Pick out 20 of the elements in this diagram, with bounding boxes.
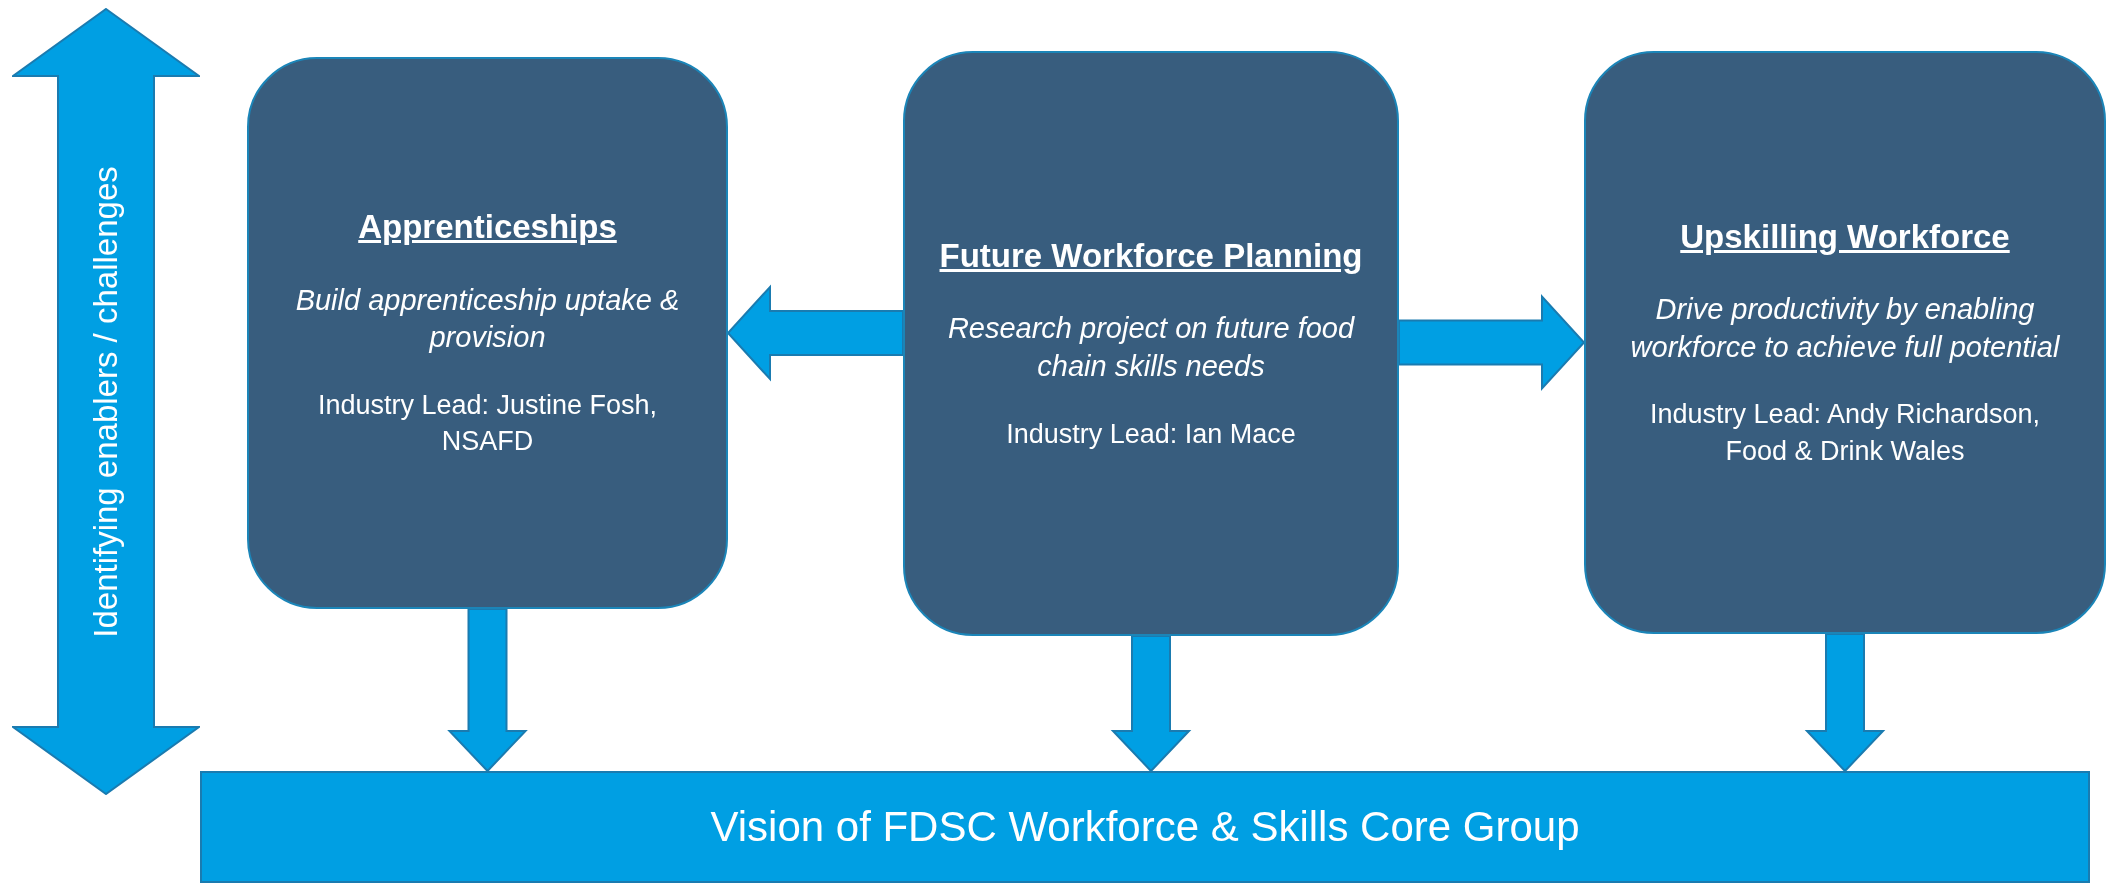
banner-text: Vision of FDSC Workforce & Skills Core Group <box>710 803 1580 851</box>
block-arrow <box>1804 633 1886 773</box>
rounded-box <box>1584 51 2106 634</box>
block-arrow <box>726 284 904 382</box>
block-arrow <box>1398 293 1586 392</box>
box-heading: Apprenticeships <box>358 207 617 248</box>
box-description: Build apprenticeship uptake & provision <box>294 282 681 356</box>
block-arrow <box>447 608 528 773</box>
box-heading: Upskilling Workforce <box>1680 216 2010 257</box>
box-heading: Future Workforce Planning <box>939 235 1363 276</box>
vision-banner <box>200 771 2090 883</box>
industry-lead-text: Industry Lead: Justine Fosh, NSAFD <box>316 388 659 459</box>
rounded-box <box>247 57 728 609</box>
industry-lead-text: Industry Lead: Andy Richardson, Food & Drink Wales <box>1648 398 2042 468</box>
box-description: Research project on future food chain skills needs <box>946 311 1356 384</box>
rounded-box <box>903 51 1399 636</box>
box-description: Drive productivity by enabling workforce to achieve full potential <box>1629 292 2061 365</box>
industry-lead-text: Industry Lead: Ian Mace <box>1006 417 1296 451</box>
arrow-label: Identifying enablers / challenges <box>87 165 125 638</box>
block-arrow <box>1110 635 1192 773</box>
